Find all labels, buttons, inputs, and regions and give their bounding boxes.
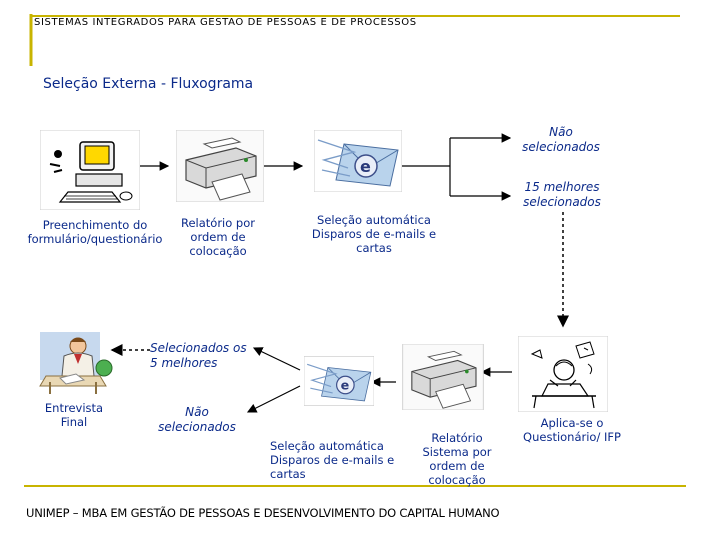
svg-text:e: e xyxy=(360,157,371,176)
computer-icon xyxy=(40,130,140,210)
arrow-email-to-nao-selecionados xyxy=(246,385,301,413)
label-preenchimento: Preenchimento do formulário/questionário xyxy=(27,218,163,246)
header-title: SISTEMAS INTEGRADOS PARA GESTAO DE PESSO… xyxy=(34,17,417,28)
label-nao-selecionados-bottom: Não selecionados xyxy=(158,405,236,434)
diagram-subtitle: Seleção Externa - Fluxograma xyxy=(43,76,254,92)
label-relatorio-sistema: Relatório Sistema por ordem de colocação xyxy=(422,431,492,487)
svg-text:e: e xyxy=(341,378,350,393)
arrow-email-to-selecionados xyxy=(252,347,301,371)
label-selecionados-5: Selecionados os 5 melhores xyxy=(150,341,247,370)
email-icon-bottom: e xyxy=(304,356,374,406)
label-aplica-se: Aplica-se o Questionário/ IFP xyxy=(523,416,621,444)
label-entrevista: Entrevista Final xyxy=(44,401,104,429)
label-selecao-auto-bottom: Seleção automática Disparos de e-mails e… xyxy=(270,439,395,481)
label-relatorio-ordem: Relatório por ordem de colocação xyxy=(180,216,255,258)
interview-person-icon xyxy=(36,330,114,396)
email-icon: e xyxy=(314,130,402,192)
label-15-melhores: 15 melhores selecionados xyxy=(523,180,601,209)
footer-text: UNIMEP – MBA EM GESTÃO DE PESSOAS E DESE… xyxy=(26,506,500,520)
questionnaire-person-icon xyxy=(518,336,608,412)
label-selecao-auto-top: Seleção automática Disparos de e-mails e… xyxy=(311,213,437,255)
printer-icon xyxy=(176,130,264,202)
label-nao-selecionados-top: Não selecionados xyxy=(522,125,600,154)
printer-icon-bottom xyxy=(402,344,484,410)
